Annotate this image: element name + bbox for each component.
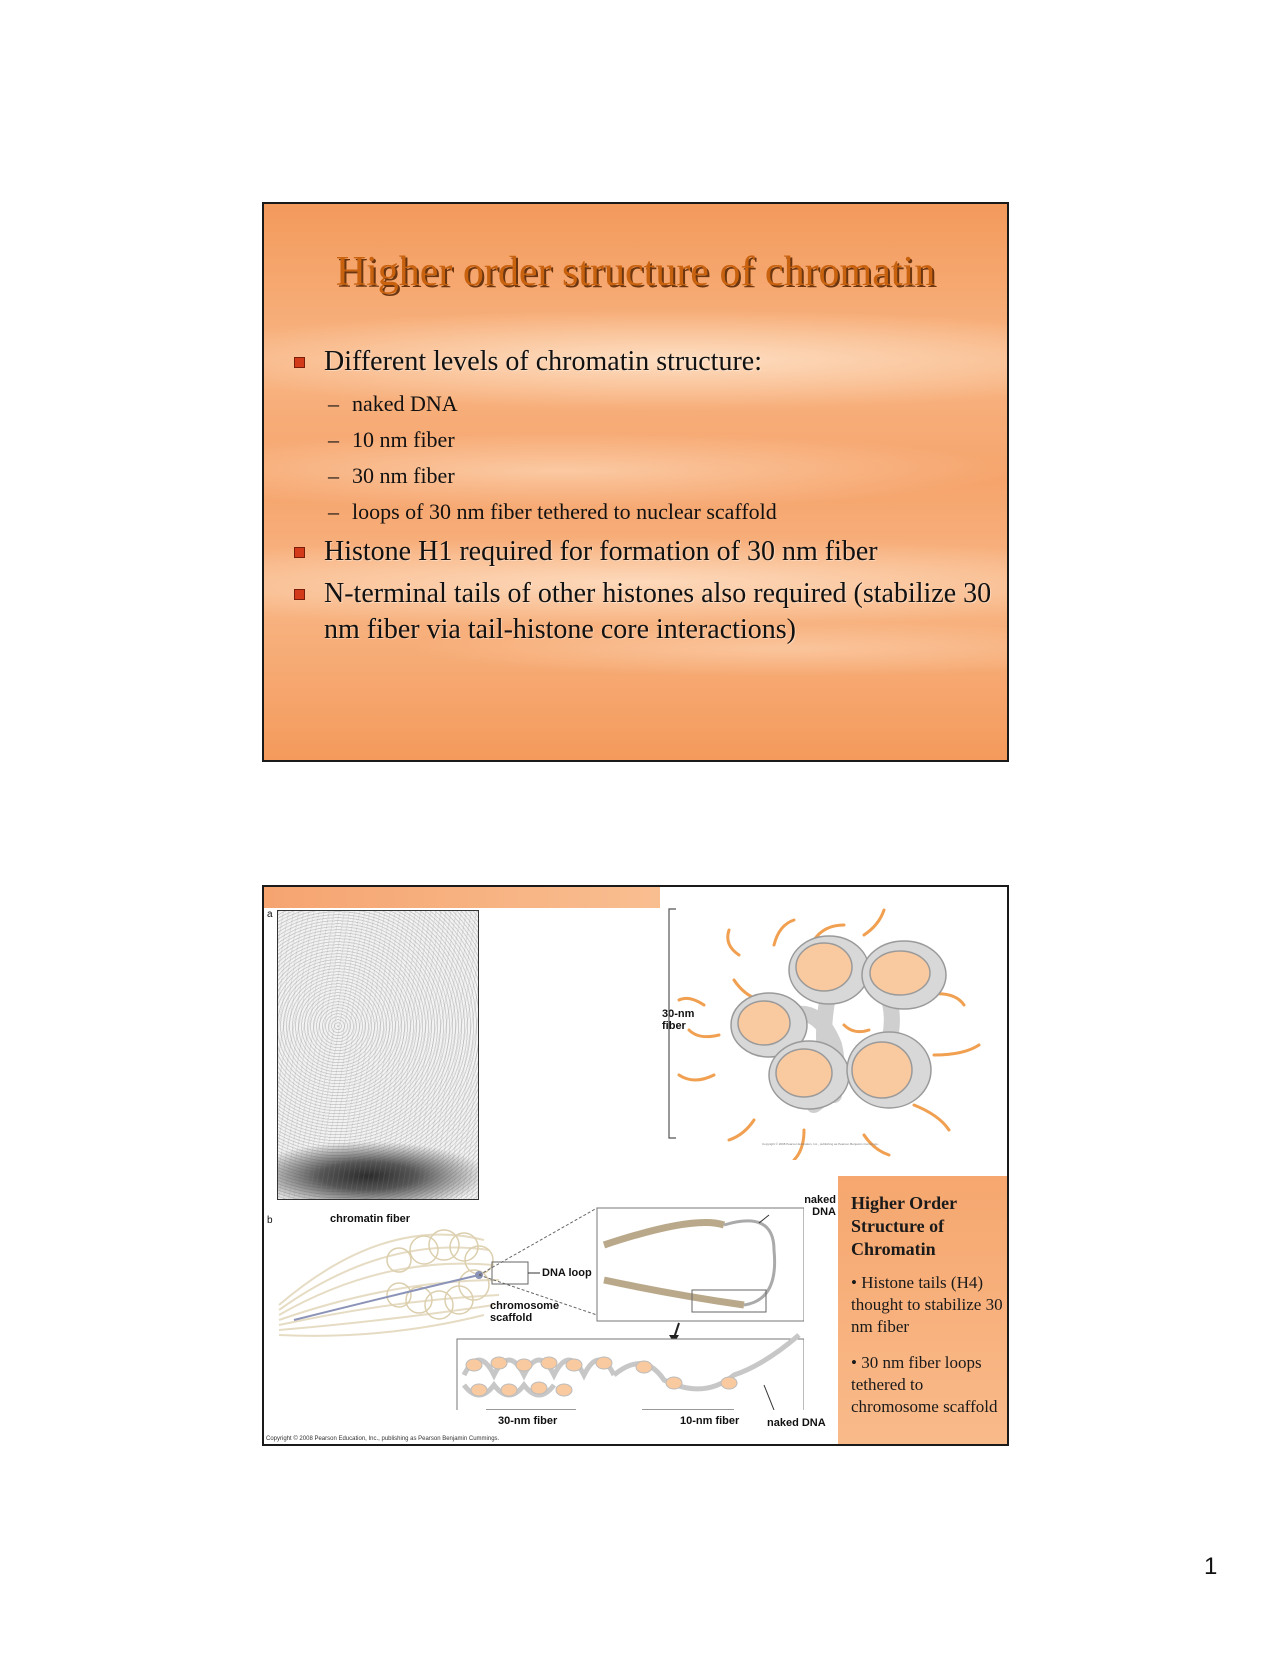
sub-bullet-text: loops of 30 nm fiber tethered to nuclear… [352,499,777,524]
panel-a-label: a [267,909,273,920]
square-bullet-icon [294,547,305,558]
dash-bullet-icon: – [328,463,339,488]
label-30nm-fiber-bottom: 30-nm fiber [498,1415,558,1427]
bullet-text: Histone H1 required for formation of 30 … [324,536,878,567]
dash-bullet-icon: – [328,427,339,452]
30nm-fiber-illustration: Copyright © 2008 Pearson Education, Inc.… [668,908,981,1160]
sub-bullet-list: – naked DNA – 10 nm fiber – 30 nm fiber … [328,386,994,530]
30nm-fiber-fine-print: Copyright © 2008 Pearson Education, Inc.… [762,1142,879,1146]
dash-bullet-icon: – [328,499,339,524]
side-summary-panel: Higher Order Structure of Chromatin • Hi… [838,1176,1007,1444]
bullet-item: N-terminal tails of other histones also … [294,576,994,648]
sub-bullet-text: 30 nm fiber [352,463,455,488]
label-chromosome-scaffold: chromosome scaffold [490,1300,560,1324]
square-bullet-icon [294,589,305,600]
page-number: 1 [1204,1553,1218,1580]
bullet-item: Different levels of chromatin structure: [294,344,994,380]
bullet-text: Different levels of chromatin structure: [324,346,762,377]
bullet-item: Histone H1 required for formation of 30 … [294,534,994,570]
side-panel-title: Higher Order Structure of Chromatin [851,1193,957,1259]
label-chromatin-fiber: chromatin fiber [330,1213,411,1225]
label-naked-dna-top: naked DNA [804,1194,836,1218]
sub-bullet-item: – loops of 30 nm fiber tethered to nucle… [328,494,994,530]
slide-1-bullet-list: Different levels of chromatin structure:… [294,344,994,654]
sub-bullet-text: 10 nm fiber [352,427,455,452]
slide-2-title-bar [264,887,660,908]
label-30nm-fiber: 30-nm fiber [662,1008,695,1032]
side-panel-bullet: • 30 nm fiber loops tethered to chromoso… [851,1353,998,1416]
label-dna-loop: DNA loop [542,1267,592,1279]
chromatin-micrograph-image [277,910,479,1200]
slide-1: Higher order structure of chromatin Diff… [262,202,1009,762]
square-bullet-icon [294,357,305,368]
sub-bullet-text: naked DNA [352,391,458,416]
slide-1-title: Higher order structure of chromatin [335,249,936,295]
side-panel-bullet: • Histone tails (H4) thought to stabiliz… [851,1273,1003,1336]
chromosome-scaffold-illustration [278,1207,804,1410]
bullet-text: N-terminal tails of other histones also … [324,578,992,645]
sub-bullet-item: – naked DNA [328,386,994,422]
slide-2: a 30-nm fiber [262,885,1009,1446]
dash-bullet-icon: – [328,391,339,416]
panel-b-label: b [267,1215,273,1226]
sub-bullet-item: – 30 nm fiber [328,458,994,494]
label-10nm-fiber-bottom: 10-nm fiber [680,1415,740,1427]
label-naked-dna-bottom: naked DNA [767,1417,826,1429]
copyright-note: Copyright © 2008 Pearson Education, Inc.… [266,1436,500,1442]
sub-bullet-item: – 10 nm fiber [328,422,994,458]
